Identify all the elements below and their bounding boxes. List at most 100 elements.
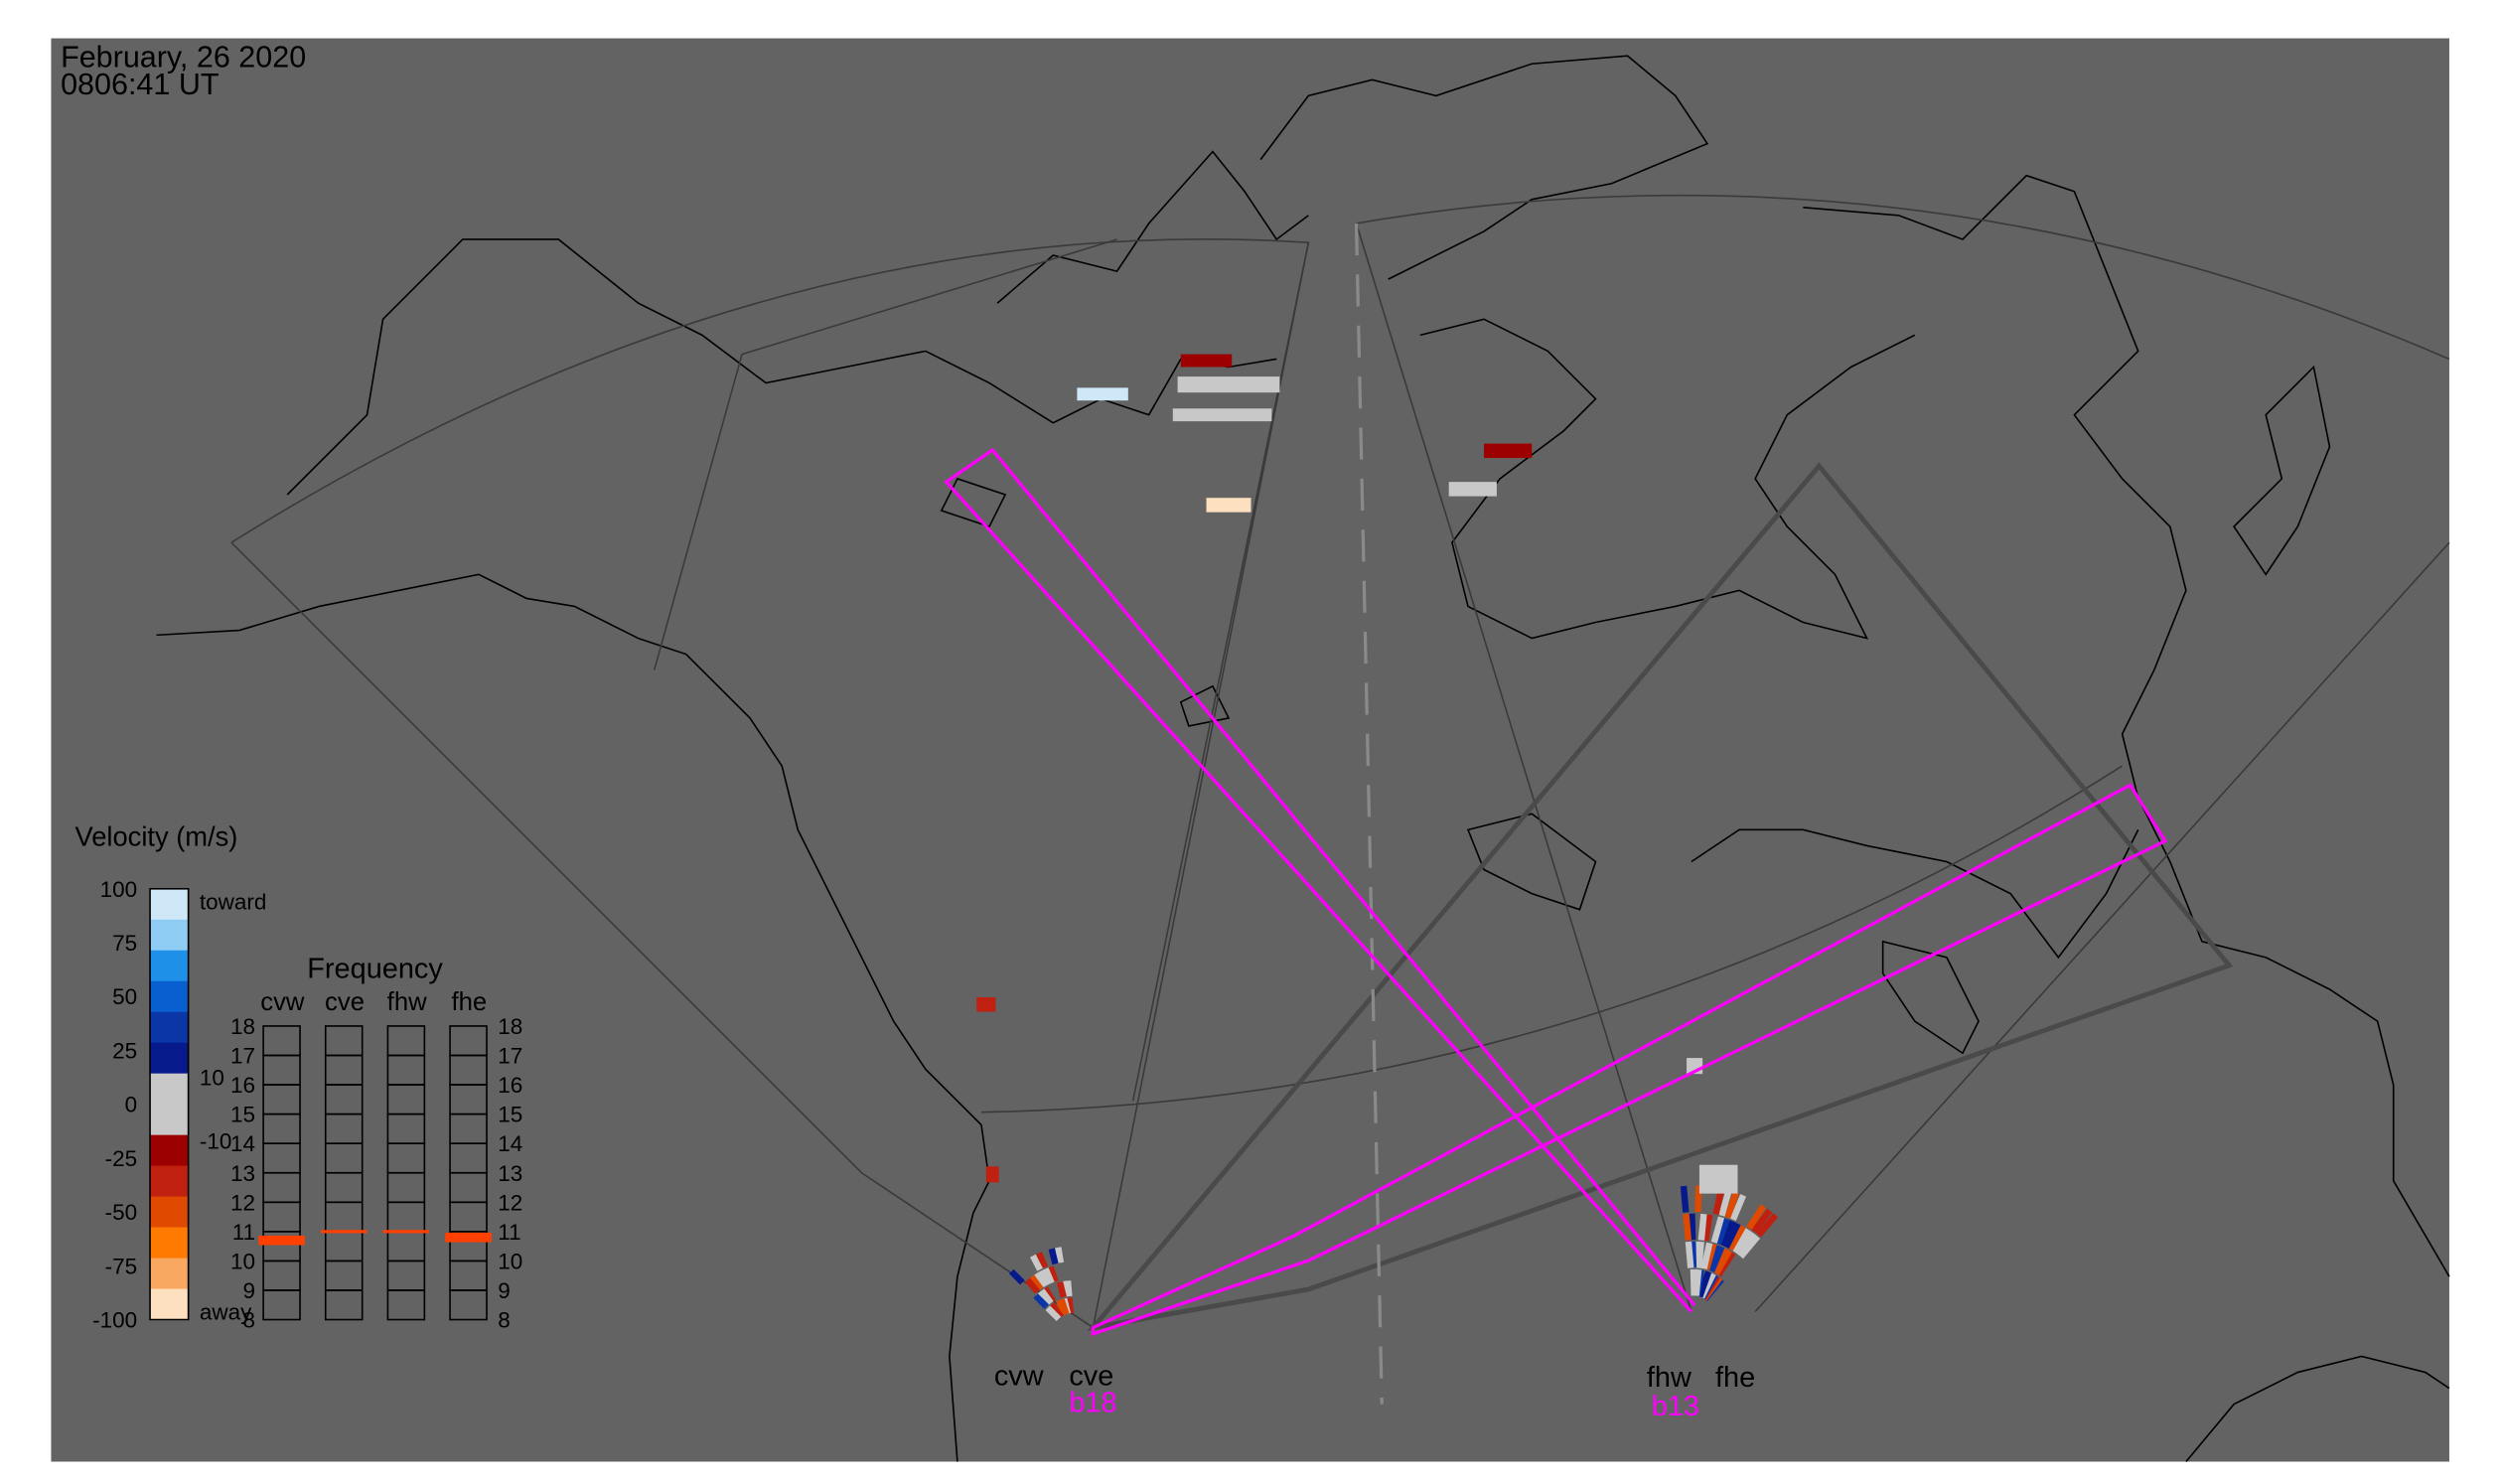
echo-cell (1448, 482, 1497, 497)
colorbar-segment (150, 1227, 189, 1260)
echo-cell (1680, 1185, 1690, 1213)
frequency-tick: 14 (498, 1131, 522, 1156)
echo-cell (985, 1166, 999, 1183)
frequency-tick: 14 (230, 1131, 255, 1156)
echo-cell (1033, 1293, 1050, 1309)
colorbar-segment (150, 980, 189, 1013)
echo-cell (1694, 1185, 1702, 1213)
echo-cell (1177, 376, 1280, 393)
echo-cell (1697, 1213, 1707, 1241)
frequency-tick: 13 (498, 1161, 522, 1186)
echo-cell (1047, 1265, 1059, 1283)
echo-cell (1036, 1252, 1049, 1269)
time-label: 0806:41 UT (61, 68, 219, 101)
echo-cell (1723, 1222, 1741, 1250)
echo-cell (1710, 1216, 1725, 1244)
frequency-tick: 12 (498, 1190, 522, 1215)
frequency-tick: 8 (498, 1308, 511, 1333)
colorbar-segment (150, 1196, 189, 1229)
echo-cell (1683, 1213, 1692, 1241)
echo-cell (1030, 1254, 1043, 1271)
echo-cell (1055, 1247, 1065, 1263)
colorbar-segment (150, 888, 189, 921)
frequency-tick: 15 (230, 1103, 255, 1127)
echo-cell (1037, 1269, 1051, 1287)
echo-cell (1702, 1214, 1713, 1242)
beam-label-cv: b18 (1069, 1388, 1116, 1419)
echo-cell (1756, 1213, 1779, 1238)
frequency-column-label: cve (325, 988, 365, 1016)
radar-label-cve: cve (1069, 1360, 1113, 1392)
echo-cell (1718, 1189, 1732, 1217)
velocity-tick: 75 (112, 931, 137, 956)
colorbar-segment (150, 919, 189, 952)
echo-cell (1738, 1234, 1761, 1260)
echo-cell (1042, 1267, 1055, 1285)
echo-cell (1056, 1298, 1069, 1316)
echo-cell (1724, 1191, 1739, 1219)
velocity-colorbar (149, 887, 190, 1321)
echo-cell (1698, 1164, 1738, 1194)
colorbar-segment (150, 1073, 189, 1106)
velocity-tick: -25 (105, 1146, 137, 1171)
colorbar-segment (150, 1011, 189, 1044)
echo-cell (1077, 387, 1128, 401)
colorbar-segment (150, 1258, 189, 1290)
frequency-tick: 9 (243, 1278, 256, 1303)
toward-label: toward (200, 890, 267, 915)
echo-cell (1056, 1280, 1067, 1298)
echo-cell (1727, 1225, 1746, 1252)
velocity-tick: 25 (112, 1038, 137, 1063)
radar-label-fhe: fhe (1715, 1362, 1755, 1394)
echo-cell (1700, 1242, 1713, 1270)
frequency-tick: 17 (498, 1044, 522, 1069)
beam-label-fh: b13 (1652, 1391, 1699, 1422)
echo-cell (1734, 1231, 1756, 1257)
echo-cell (1690, 1268, 1697, 1296)
echo-cell (1730, 1227, 1751, 1254)
echo-cell (1751, 1208, 1773, 1234)
frequency-column-label: fhw (387, 988, 427, 1016)
colorbar-segment (150, 1165, 189, 1198)
frequency-marker-cve (320, 1230, 368, 1234)
velocity-tick: 0 (125, 1093, 138, 1117)
frequency-marker-fhw (382, 1230, 430, 1234)
frequency-column-label: cvw (260, 988, 305, 1016)
date-label: February, 26 2020 (61, 40, 306, 74)
colorbar-segment (150, 1042, 189, 1075)
echo-cell (1049, 1302, 1064, 1319)
beam-fh-b13 (944, 447, 1696, 1313)
echo-cell (1729, 1194, 1747, 1222)
echo-cell (976, 997, 996, 1012)
fields-of-view (230, 194, 2450, 1405)
echo-cell (1685, 1241, 1694, 1268)
velocity-tick: -100 (92, 1308, 137, 1333)
frequency-tick: 10 (498, 1249, 522, 1273)
echo-cell (1484, 443, 1533, 459)
frequency-tick: 18 (230, 1014, 255, 1039)
echo-cell (1714, 1218, 1730, 1246)
velocity-tick: -75 (105, 1254, 137, 1278)
coastlines (156, 55, 2450, 1463)
colorbar-segment (150, 950, 189, 982)
velocity-tick: -50 (105, 1200, 137, 1225)
beam-cv-b18 (1091, 783, 2168, 1337)
echo-cell (1180, 354, 1233, 368)
echo-cell (1033, 1271, 1048, 1289)
frequency-tick: 15 (498, 1103, 522, 1127)
echo-cell (1172, 408, 1272, 422)
frequency-tick: 18 (498, 1014, 522, 1039)
echo-cell (1696, 1270, 1712, 1298)
map-panel (51, 38, 2449, 1462)
echo-cell (1746, 1204, 1767, 1231)
colorbar-segment (150, 1288, 189, 1321)
echo-cell (1045, 1305, 1062, 1322)
gs-label-pos: 10 (200, 1065, 224, 1090)
colorbar-segment (150, 1104, 189, 1136)
frequency-legend-title: Frequency (307, 954, 443, 985)
frequency-tick: 9 (498, 1278, 511, 1303)
velocity-tick: 100 (100, 877, 138, 902)
